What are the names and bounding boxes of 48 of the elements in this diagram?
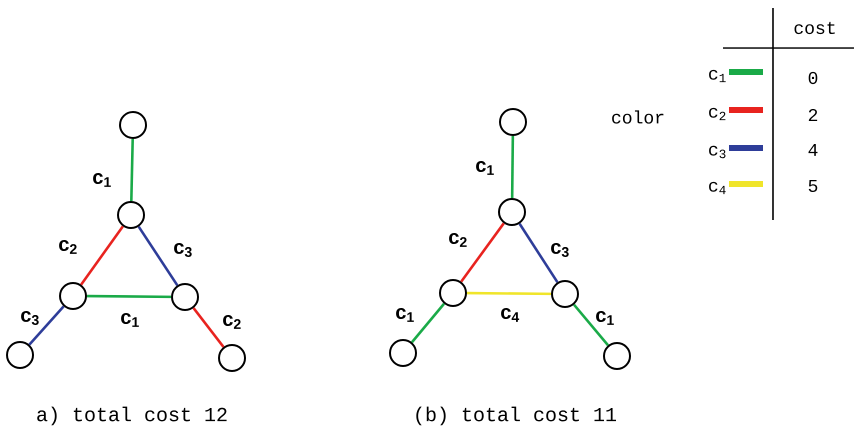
graph-vertex: [499, 108, 527, 136]
legend-label: c$_{3}$: [709, 146, 726, 158]
graph-vertex: [117, 201, 146, 229]
graph-vertex: [603, 342, 631, 370]
graph-vertex: [119, 111, 148, 139]
edge-label: c$_{3}$: [21, 310, 39, 325]
edge-label: c$_{1}$: [121, 313, 139, 327]
table-text: 4: [808, 144, 818, 156]
table-text: cost: [794, 22, 835, 34]
legend-label: c$_{4}$: [709, 182, 726, 194]
graph-edge: [410, 302, 446, 344]
edge-label: c$_{3}$: [174, 242, 192, 257]
edge-label: c$_{1}$: [93, 173, 111, 187]
graph-edge: [460, 222, 505, 282]
graph-edge: [573, 304, 609, 346]
edge-label: c$_{2}$: [449, 233, 467, 247]
table-text: 5: [808, 180, 818, 192]
graph-vertex: [171, 283, 199, 311]
graph-vertex: [551, 280, 579, 308]
edge-label: c$_{2}$: [59, 240, 77, 254]
graph-vertex: [389, 339, 417, 367]
edge-label: c$_{1}$: [396, 308, 414, 322]
caption: a) total cost 12: [37, 406, 227, 426]
graph-edge: [80, 226, 124, 286]
edge-label: c$_{2}$: [223, 315, 241, 329]
edge-label: c$_{1}$: [596, 311, 614, 325]
edge-label: c$_{4}$: [501, 308, 520, 322]
graph-edge: [467, 292, 552, 296]
legend-label: c$_{2}$: [709, 108, 726, 120]
edge-label: c$_{3}$: [551, 242, 569, 257]
table-text: color: [612, 110, 664, 124]
graph-edge: [518, 223, 558, 283]
edge-label: c$_{1}$: [476, 161, 494, 175]
graph-vertex: [6, 341, 34, 369]
graph-edge: [130, 138, 134, 202]
graph-edge: [138, 226, 178, 286]
graph-vertex: [218, 344, 246, 372]
graph-edge: [87, 294, 172, 298]
legend-label: c$_{1}$: [709, 70, 726, 82]
caption: (b) total cost 11: [416, 406, 616, 426]
graph-edge: [510, 136, 514, 198]
graph-vertex: [59, 282, 88, 310]
graph-edge: [192, 307, 224, 348]
table-text: 2: [808, 108, 818, 122]
table-text: 0: [808, 72, 818, 84]
graph-vertex: [498, 198, 526, 226]
graph-edge: [28, 306, 65, 346]
graph-vertex: [439, 279, 467, 307]
